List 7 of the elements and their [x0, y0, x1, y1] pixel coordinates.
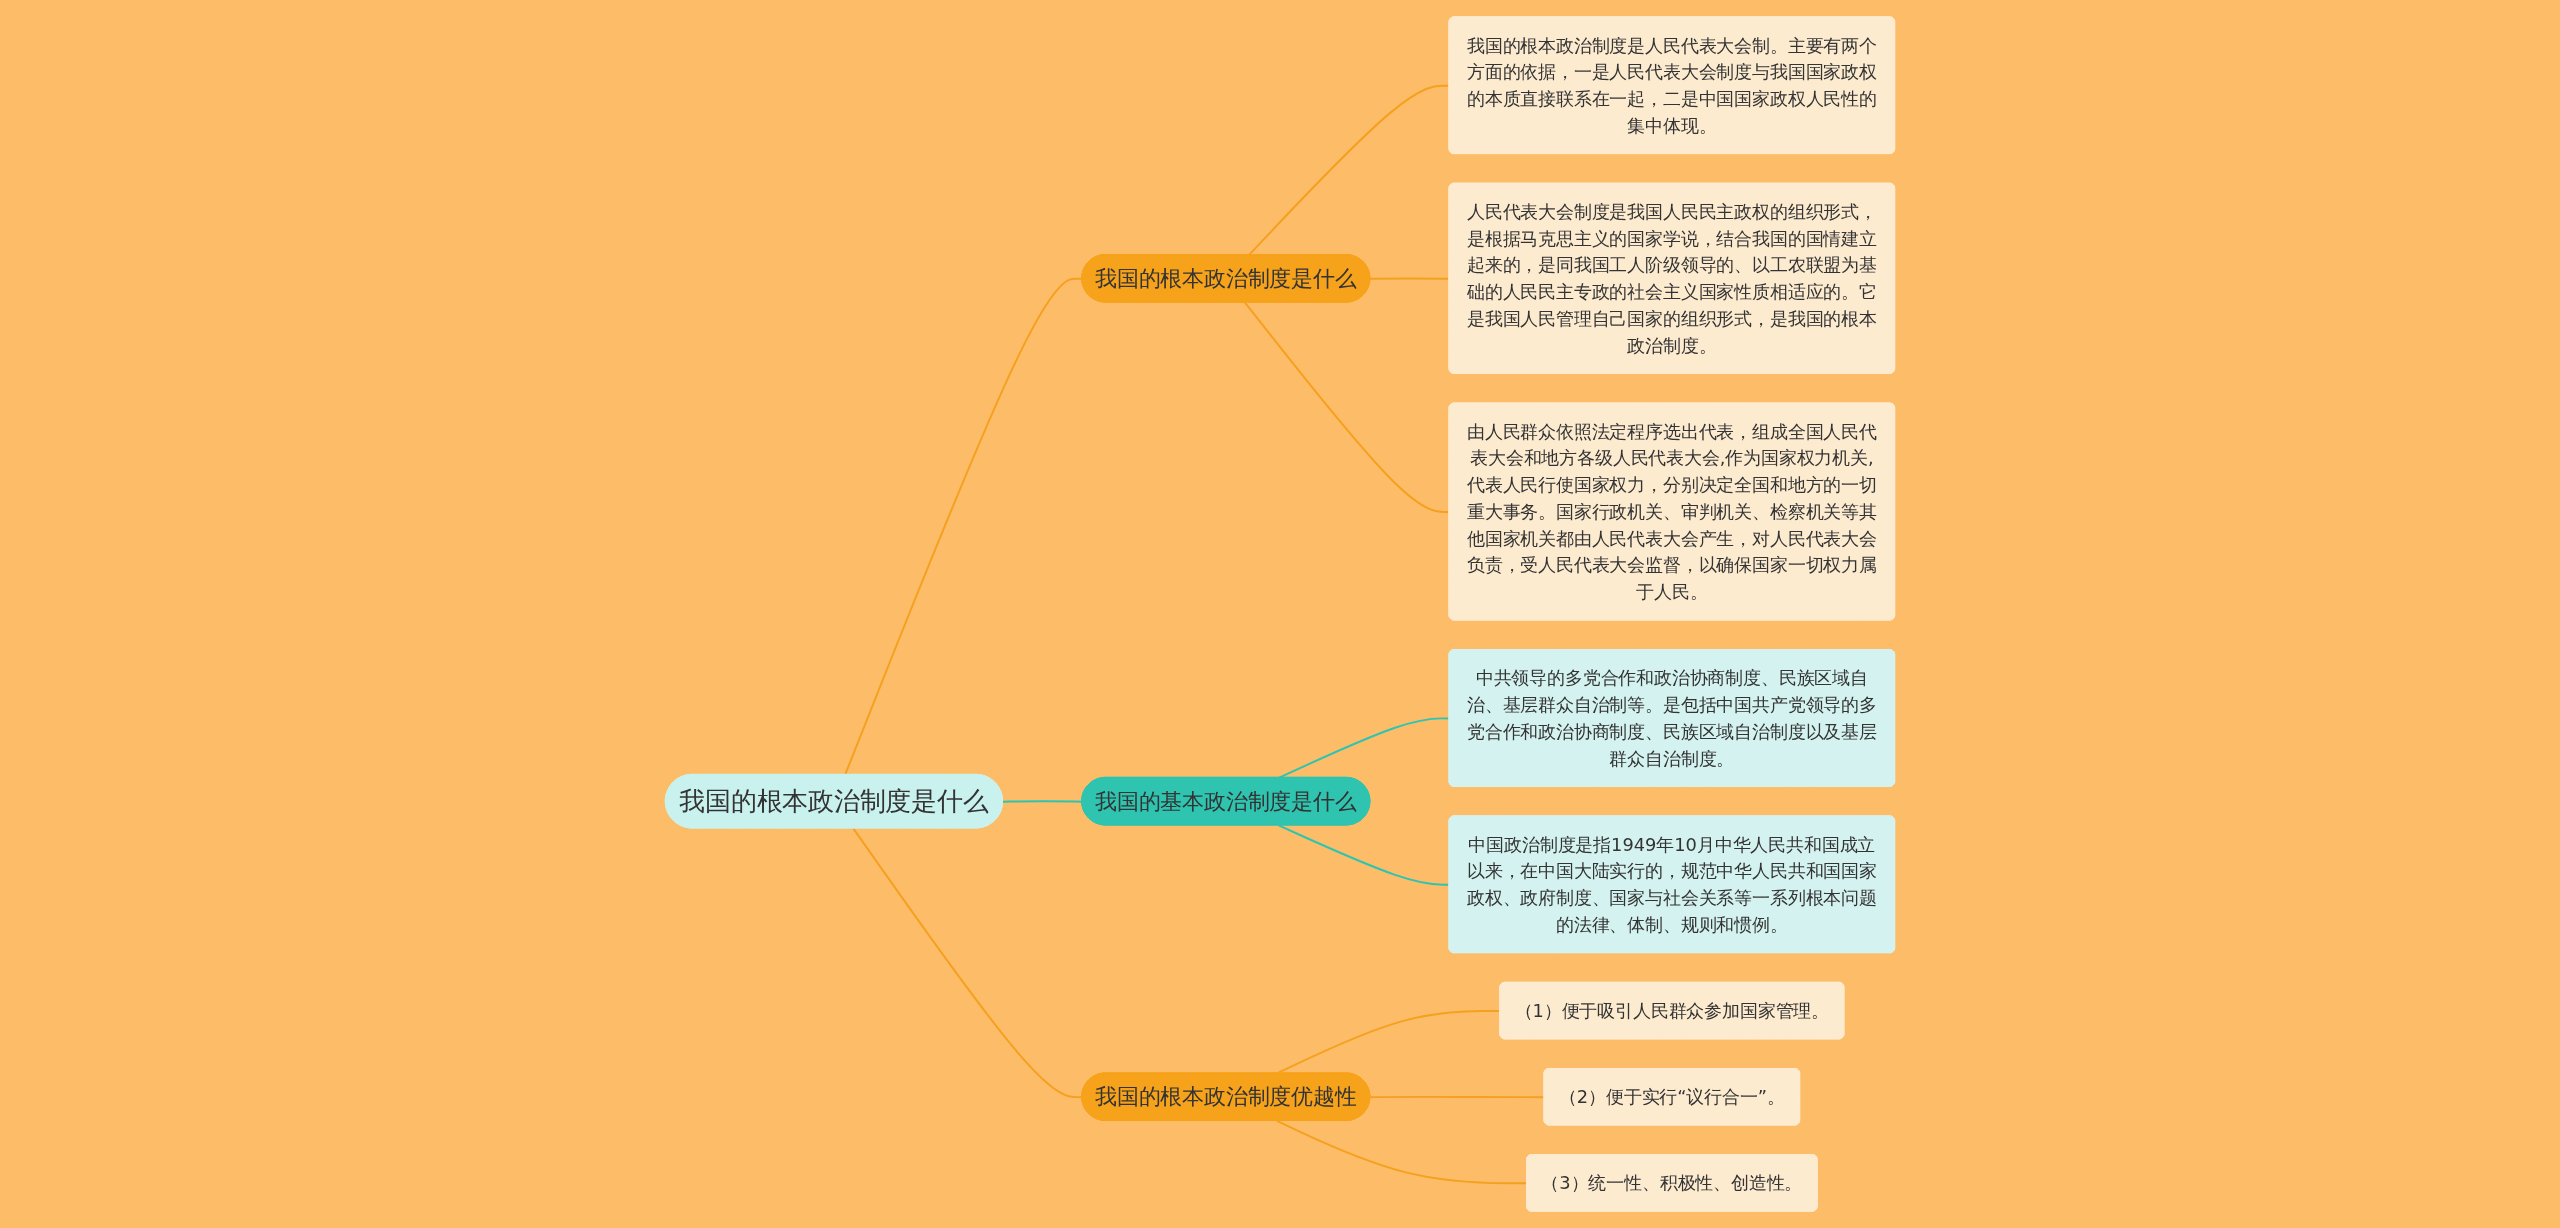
- connector: [1369, 1095, 1546, 1099]
- connector: [1277, 717, 1451, 779]
- connector: [1244, 301, 1451, 513]
- connector: [844, 277, 1084, 776]
- connector: [1369, 277, 1451, 280]
- connector: [1002, 800, 1084, 803]
- connector: [1277, 824, 1451, 886]
